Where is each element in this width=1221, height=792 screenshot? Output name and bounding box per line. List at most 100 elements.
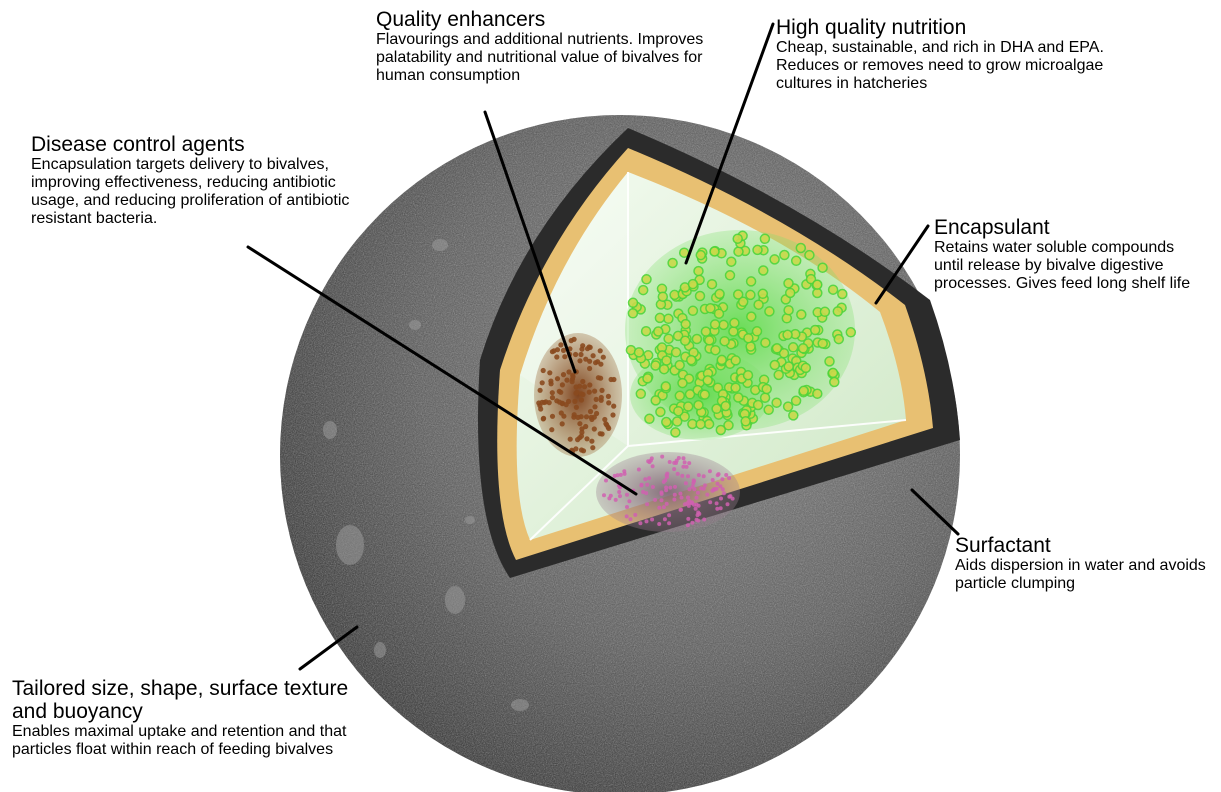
particle-dot xyxy=(633,513,637,517)
particle-dot xyxy=(651,361,660,370)
quality-title: Quality enhancers xyxy=(376,8,736,31)
particle-dot xyxy=(675,361,684,370)
particle-dot xyxy=(540,400,545,405)
particle-dot xyxy=(696,420,705,429)
particle-dot xyxy=(656,407,665,416)
particle-dot xyxy=(594,397,599,402)
particle-dot xyxy=(606,426,611,431)
particle-dot xyxy=(696,292,705,301)
particle-dot xyxy=(678,379,687,388)
particle-dot xyxy=(715,289,724,298)
particle-dot xyxy=(665,475,669,479)
particle-dot xyxy=(662,505,666,509)
particle-dot xyxy=(663,517,667,521)
particle-dot xyxy=(645,502,649,506)
particle-dot xyxy=(577,358,582,363)
particle-dot xyxy=(651,485,655,489)
particle-dot xyxy=(726,271,735,280)
particle-dot xyxy=(697,473,701,477)
particle-dot xyxy=(846,328,855,337)
particle-dot xyxy=(579,397,584,402)
particle-dot xyxy=(699,486,703,490)
particle-dot xyxy=(784,306,793,315)
particle-dot xyxy=(784,402,793,411)
particle-dot xyxy=(705,493,709,497)
particle-dot xyxy=(549,427,554,432)
particle-dot xyxy=(694,507,698,511)
particle-dot xyxy=(720,477,724,481)
particle-dot xyxy=(604,479,608,483)
particle-dot xyxy=(754,401,763,410)
particle-dot xyxy=(724,473,728,477)
particle-dot xyxy=(645,519,649,523)
particle-dot xyxy=(772,398,781,407)
particle-dot xyxy=(702,474,706,478)
particle-dot xyxy=(829,368,838,377)
particle-dot xyxy=(726,502,730,506)
particle-dot xyxy=(566,399,571,404)
particle-dot xyxy=(573,391,578,396)
particle-dot xyxy=(642,327,651,336)
disease-title: Disease control agents xyxy=(31,133,361,156)
particle-dot xyxy=(572,399,577,404)
particle-dot xyxy=(727,495,731,499)
label-high-quality-nutrition: High quality nutrition Cheap, sustainabl… xyxy=(776,16,1156,93)
particle-dot xyxy=(664,486,668,490)
particle-dot xyxy=(570,374,575,379)
particle-dot xyxy=(682,456,686,460)
particle-dot xyxy=(813,280,822,289)
particle-dot xyxy=(550,414,555,419)
particle-dot xyxy=(587,366,592,371)
particle-dot xyxy=(792,256,801,265)
particle-dot xyxy=(625,505,629,509)
particle-dot xyxy=(741,417,750,426)
particle-dot xyxy=(696,519,700,523)
particle-dot xyxy=(574,405,579,410)
particle-dot xyxy=(679,508,683,512)
particle-dot xyxy=(717,355,726,364)
particle-dot xyxy=(683,460,687,464)
particle-dot xyxy=(719,497,723,501)
particle-dot xyxy=(660,490,664,494)
particle-dot xyxy=(596,375,601,380)
particle-dot xyxy=(672,348,681,357)
particle-dot xyxy=(587,390,592,395)
particle-dot xyxy=(797,310,806,319)
particle-dot xyxy=(711,346,720,355)
particle-dot xyxy=(583,424,588,429)
particle-dot xyxy=(686,474,690,478)
particle-dot xyxy=(558,390,563,395)
particle-dot xyxy=(818,339,827,348)
particle-dot xyxy=(829,285,838,294)
particle-dot xyxy=(665,502,669,506)
particle-dot xyxy=(672,467,676,471)
particle-dot xyxy=(625,493,629,497)
particle-dot xyxy=(650,456,654,460)
particle-dot xyxy=(577,421,582,426)
particle-dot xyxy=(697,504,701,508)
particle-dot xyxy=(721,402,730,411)
particle-dot xyxy=(584,414,589,419)
particle-dot xyxy=(639,484,643,488)
particle-dot xyxy=(558,342,563,347)
particle-dot xyxy=(629,517,633,521)
particle-dot xyxy=(753,327,762,336)
particle-dot xyxy=(688,280,697,289)
particle-dot xyxy=(719,506,723,510)
particle-dot xyxy=(681,320,690,329)
particle-dot xyxy=(789,411,798,420)
particle-dot xyxy=(592,404,597,409)
particle-dot xyxy=(786,288,795,297)
particle-dot xyxy=(598,348,603,353)
particle-dot xyxy=(623,472,627,476)
particle-dot xyxy=(722,491,726,495)
particle-dot xyxy=(715,487,719,491)
particle-dot xyxy=(746,290,755,299)
particle-dot xyxy=(708,280,717,289)
particle-dot xyxy=(593,360,598,365)
particle-dot xyxy=(561,414,566,419)
particle-dot xyxy=(625,514,629,518)
particle-dot xyxy=(703,376,712,385)
particle-dot xyxy=(614,498,618,502)
particle-dot xyxy=(618,494,622,498)
